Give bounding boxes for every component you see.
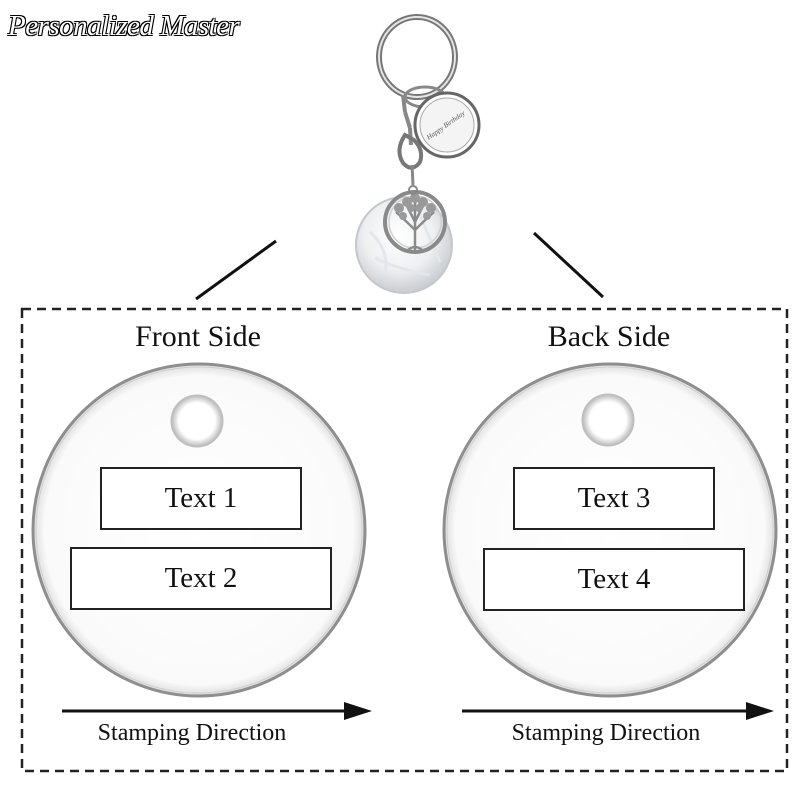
front-text-1-label: Text 1 xyxy=(164,482,238,514)
front-stamping-direction-label: Stamping Direction xyxy=(97,720,287,746)
back-tag-hole xyxy=(581,393,635,447)
front-text-box-1[interactable]: Text 1 xyxy=(100,467,302,530)
front-tag-disc xyxy=(31,362,367,698)
back-text-box-3[interactable]: Text 3 xyxy=(513,467,715,530)
back-side-title: Back Side xyxy=(547,320,671,353)
brand-logo: Personalized Master xyxy=(8,10,240,42)
back-stamping-arrow xyxy=(462,702,774,720)
front-stamping-arrow xyxy=(62,702,372,720)
back-text-4-label: Text 4 xyxy=(577,563,651,595)
callout-line-right xyxy=(532,231,605,299)
back-tag-disc xyxy=(442,362,778,698)
front-text-box-2[interactable]: Text 2 xyxy=(70,547,332,610)
callout-line-left xyxy=(195,239,277,301)
back-stamping-direction-label: Stamping Direction xyxy=(511,720,701,746)
back-text-3-label: Text 3 xyxy=(577,482,651,514)
back-text-box-4[interactable]: Text 4 xyxy=(483,548,745,611)
dashed-frame xyxy=(20,307,789,773)
tree-of-life-icon xyxy=(383,190,447,254)
front-text-2-label: Text 2 xyxy=(164,562,238,594)
front-side-title: Front Side xyxy=(135,320,261,353)
front-tag-hole xyxy=(170,394,224,448)
keychain-photo: Happy Birthday xyxy=(355,14,481,294)
